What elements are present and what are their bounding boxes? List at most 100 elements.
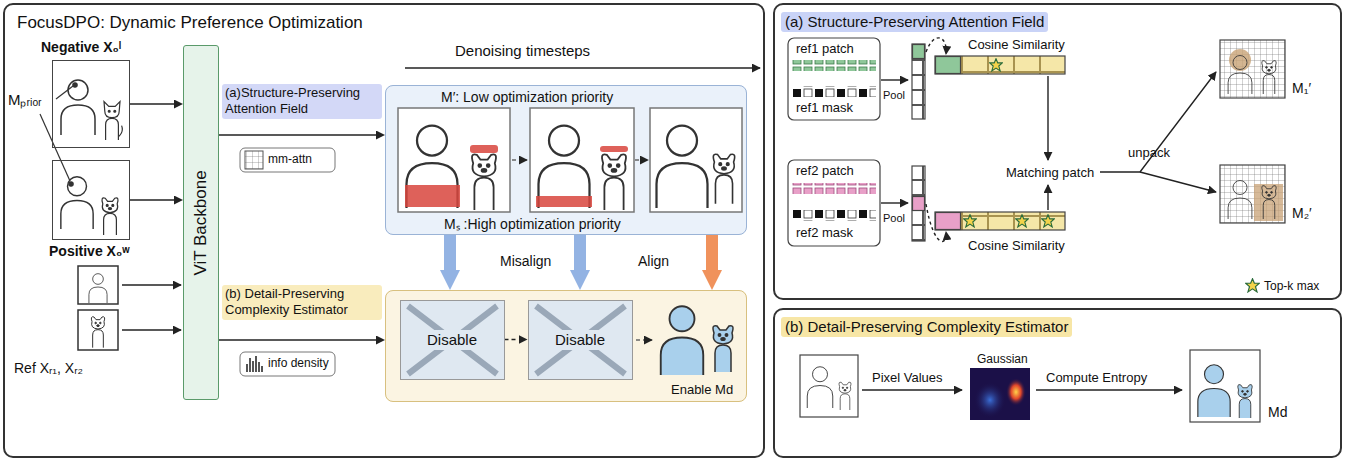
structure-region (512, 159, 527, 161)
node-label: ViT Backbone (191, 170, 211, 275)
leader-line (73, 83, 77, 87)
flow-arrow (219, 339, 376, 341)
complexity-art (800, 355, 858, 417)
attention-field-art (792, 86, 876, 97)
node-label: Disable (551, 330, 609, 350)
attention-field-art (788, 38, 1285, 246)
attention-field-art (913, 45, 925, 59)
attention-field-art (936, 213, 961, 230)
structure-region: M′: Low optimization priority Mₛ :High op… (385, 85, 747, 235)
annotation-label: mm-attn (268, 152, 312, 166)
disabled-box: Disable (528, 300, 633, 380)
attention-field-art (788, 38, 880, 120)
annotation-label: Align (638, 253, 669, 270)
star-marker (964, 59, 1260, 292)
icon-box (261, 366, 263, 372)
complexity-art (800, 350, 1260, 422)
structure-region (385, 85, 747, 235)
priority-arrow (444, 235, 456, 270)
complexity-art (1006, 378, 1026, 406)
annotation-label: Compute Entropy (1046, 370, 1147, 386)
annotation-label: Md (1268, 404, 1287, 421)
detail-region (713, 326, 733, 372)
input-images (104, 102, 122, 140)
negative-image: Negative X₀ˡ (52, 60, 130, 148)
annotation-label: Cosine Similarity (968, 238, 1065, 254)
attention-field-art (936, 57, 961, 74)
panel-title: FocusDPO: Dynamic Preference Optimizatio… (17, 13, 363, 33)
annotation-label: Mₚᵣᵢₒᵣ (8, 91, 42, 109)
detail-region (408, 306, 625, 374)
node-label: Enable Md (671, 382, 733, 398)
structure-region (539, 126, 590, 209)
icon-box (240, 352, 335, 376)
structure-region (512, 159, 648, 161)
complexity-art (1198, 365, 1230, 417)
annotation-label: M₂′ (1292, 205, 1312, 222)
node-label: M′: Low optimization priority (441, 89, 613, 106)
attention-field-art (1228, 181, 1252, 220)
input-images (78, 266, 118, 304)
ref-arrow (122, 284, 181, 286)
node-label: Mₛ :High optimization priority (444, 216, 621, 233)
flow-arrow (881, 79, 908, 80)
annotation-label: Top-k max (1264, 279, 1319, 293)
leader-line (69, 182, 73, 186)
annotation-label: Misalign (500, 253, 551, 270)
attention-field-art (792, 210, 876, 221)
attention-field-art (1228, 56, 1276, 220)
flow-arrow (1047, 76, 1048, 160)
attention-field-art (1229, 49, 1251, 71)
attention-field-art (1262, 61, 1276, 94)
annotation-label: ref2 mask (796, 225, 853, 241)
icon-box (255, 356, 257, 372)
attention-field-art (912, 44, 925, 119)
annotation-label: Gaussian (977, 352, 1028, 366)
structure-region (713, 154, 734, 203)
panel-title: (a) Structure-Preserving Attention Field (781, 12, 1048, 32)
flow-arrow (219, 134, 376, 136)
annotation-label: Pool (883, 212, 905, 225)
icon-box (240, 148, 335, 376)
input-images (78, 310, 118, 350)
node-label: Negative X₀ˡ (41, 39, 121, 56)
main-panel: FocusDPO: Dynamic Preference Optimizatio… (3, 3, 765, 458)
detail-region (661, 306, 733, 375)
priority-arrow (574, 235, 586, 270)
structure-region (657, 126, 708, 209)
structure-region (536, 196, 592, 207)
detail-region: Enable MdDisableDisable (385, 290, 747, 402)
annotation-label: Pixel Values (872, 370, 943, 386)
star-marker (1042, 215, 1055, 227)
icon-box (240, 148, 335, 172)
structure-region (530, 108, 634, 212)
attention-field-art (792, 183, 876, 194)
panel-title: (b) Detail-Preserving Complexity Estimat… (781, 317, 1072, 337)
structure-region (398, 108, 742, 212)
attention-field-art (912, 166, 925, 241)
structure-region (405, 145, 628, 207)
detail-region (636, 339, 652, 341)
input-images (102, 198, 118, 235)
positive-image: Positive X₀ʷ (52, 160, 130, 240)
annotation-label: unpack (1128, 145, 1170, 161)
edge-label: (b) Detail-Preserving Complexity Estimat… (222, 285, 382, 320)
detail-region (400, 300, 505, 380)
flow-arrow (505, 339, 519, 341)
priority-arrow (706, 235, 718, 270)
flow-arrow (862, 38, 1216, 390)
detail-region (385, 290, 747, 402)
input-images (89, 274, 107, 303)
annotation-label: info density (268, 356, 329, 370)
structure-region (602, 154, 626, 210)
star-marker (1246, 279, 1260, 292)
node-label: Positive X₀ʷ (49, 243, 130, 260)
complexity-art (807, 367, 833, 408)
detail-region (661, 306, 704, 375)
complexity-art (970, 368, 1030, 420)
flow-arrow (1036, 389, 1182, 390)
complexity-art (1198, 365, 1252, 418)
flow-arrow (1047, 185, 1048, 210)
structure-region (470, 145, 498, 153)
structure-region (398, 108, 510, 212)
